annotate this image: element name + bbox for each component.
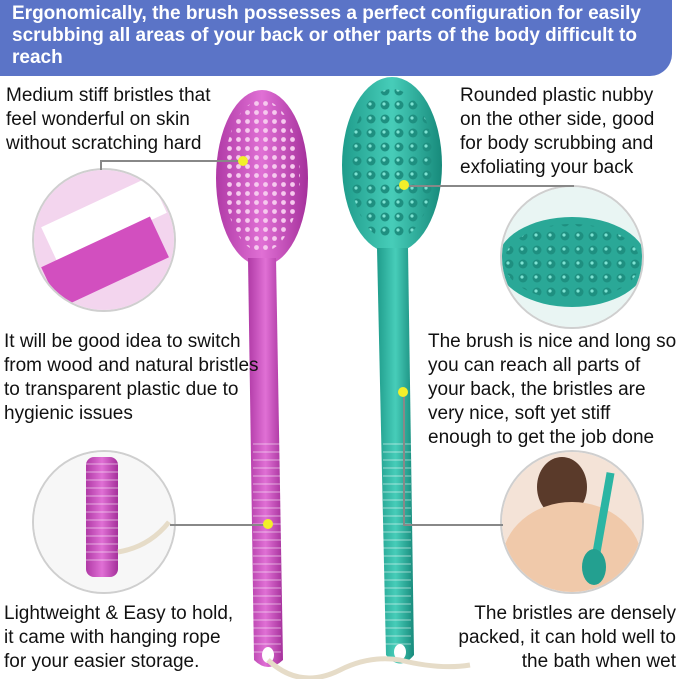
connector-bristles [100, 160, 102, 170]
handle-closeup [32, 450, 176, 594]
marker-dot-nubby [399, 180, 409, 190]
connector-back-v [403, 392, 405, 525]
nubby-closeup [500, 185, 644, 329]
caption-dense: The bristles are densely packed, it can … [458, 603, 676, 672]
back-use-closeup [500, 450, 644, 594]
caption-rope: Lightweight & Easy to hold, it came with… [4, 603, 234, 672]
connector-nubby [404, 185, 574, 187]
marker-dot-long [398, 387, 408, 397]
teal-brush [342, 77, 442, 664]
bristle-closeup [32, 168, 176, 312]
caption-nubby: Rounded plastic nubby on the other side,… [460, 85, 655, 178]
banner-text: Ergonomically, the brush possesses a per… [12, 3, 641, 68]
caption-bristles: Medium stiff bristles that feel wonderfu… [6, 85, 211, 154]
connector-handle [170, 524, 268, 526]
marker-dot-bristles [238, 156, 248, 166]
marker-dot-handle [263, 519, 273, 529]
connector-bristles-h [100, 160, 242, 162]
hanging-rope [266, 656, 471, 679]
pink-brush [216, 90, 308, 667]
caption-hygiene: It will be good idea to switch from wood… [4, 331, 259, 424]
caption-long: The brush is nice and long so you can re… [428, 331, 677, 448]
top-banner: Ergonomically, the brush possesses a per… [0, 0, 672, 76]
connector-back-h [403, 524, 503, 526]
